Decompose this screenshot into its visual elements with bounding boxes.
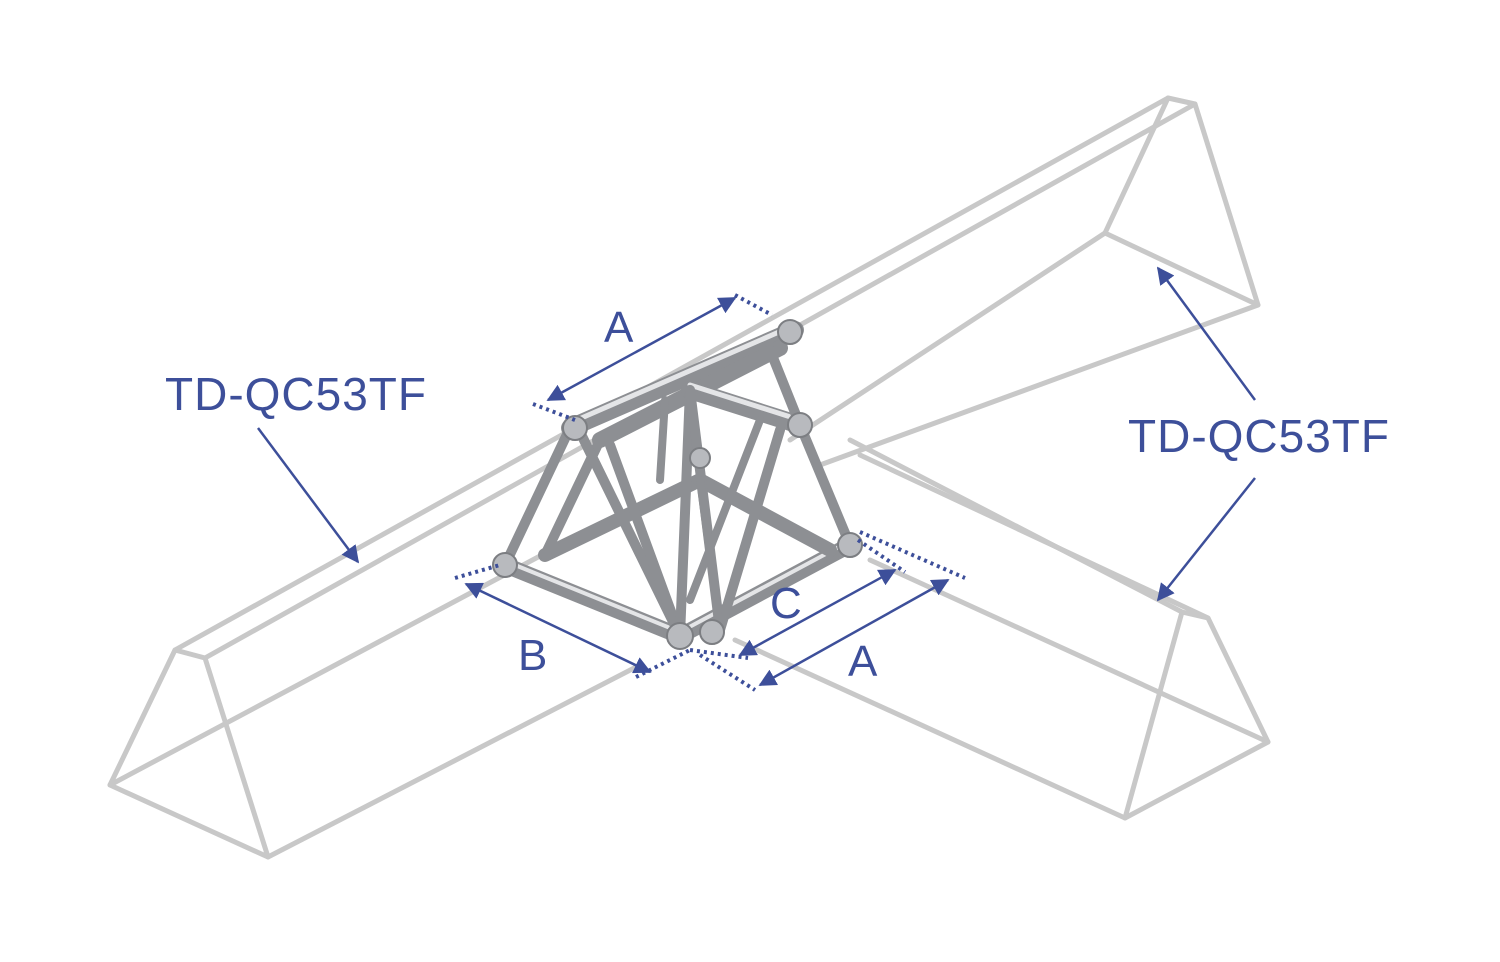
- dimension-b-label: B: [518, 631, 547, 680]
- dimension-a-top: A: [532, 293, 773, 422]
- connector-node: [787, 412, 813, 438]
- left-model-label: TD-QC53TF: [165, 368, 427, 420]
- callout-left: TD-QC53TF: [165, 368, 427, 564]
- connector-node: [689, 447, 711, 469]
- callout-right: TD-QC53TF: [1128, 266, 1390, 602]
- ghost-truss-main-end-near: [107, 647, 271, 860]
- right-model-label: TD-QC53TF: [1128, 410, 1390, 462]
- connector-node: [837, 532, 863, 558]
- dimension-b: B: [454, 563, 691, 680]
- ghost-truss-branch: [732, 437, 1271, 821]
- dimension-a-top-label: A: [604, 303, 634, 352]
- dimension-c-label: C: [770, 579, 802, 628]
- connector-node: [492, 552, 518, 578]
- ghost-truss-branch-end: [1122, 609, 1271, 821]
- connector-node: [666, 622, 694, 650]
- dimension-a-bottom: A: [698, 530, 966, 692]
- connector-node: [699, 619, 725, 645]
- ghost-truss-main-end-far: [1102, 95, 1261, 308]
- connector-node: [777, 319, 803, 345]
- connector-node: [562, 415, 588, 441]
- dimension-a-bottom-label: A: [848, 637, 878, 686]
